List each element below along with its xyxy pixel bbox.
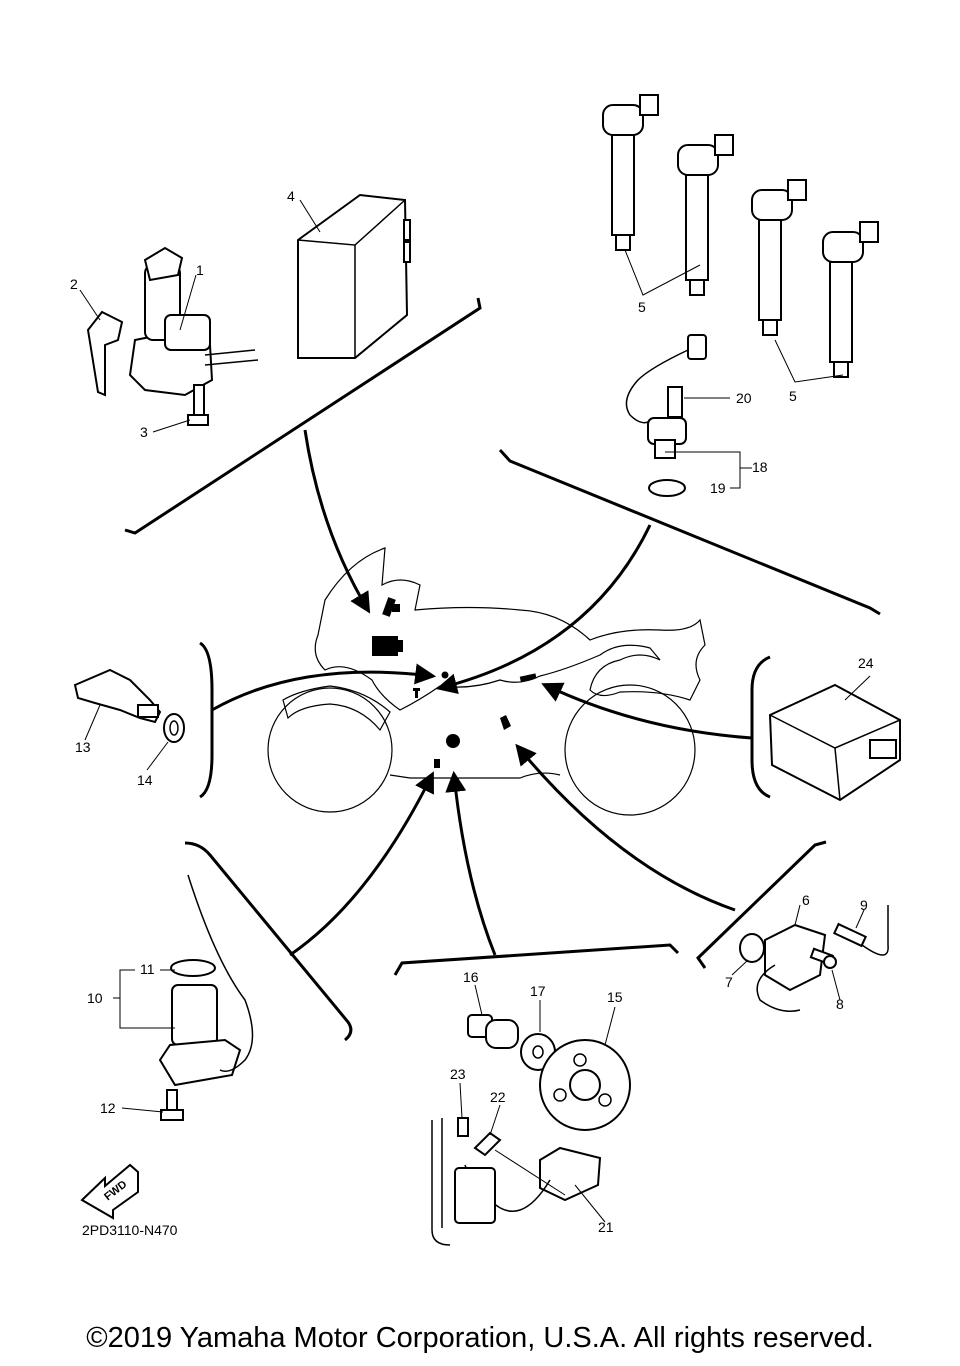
forward-direction-icon: FWD — [80, 1163, 139, 1220]
callout-10[interactable]: 10 — [87, 990, 103, 1006]
callout-2[interactable]: 2 — [70, 276, 78, 292]
callout-5b[interactable]: 5 — [789, 388, 797, 404]
callout-9[interactable]: 9 — [860, 897, 868, 913]
key-part[interactable] — [86, 310, 124, 397]
callout-18[interactable]: 18 — [752, 459, 768, 475]
gasket-14-part[interactable] — [163, 713, 185, 743]
cover-6-part[interactable] — [739, 923, 827, 1012]
bolt-12-part[interactable] — [160, 1089, 184, 1121]
ignition-coil-3-part[interactable] — [751, 179, 807, 336]
callout-7[interactable]: 7 — [725, 974, 733, 990]
regulator-part[interactable] — [768, 683, 901, 802]
callout-15[interactable]: 15 — [607, 989, 623, 1005]
bolt-8-part[interactable] — [809, 947, 837, 969]
callout-3[interactable]: 3 — [140, 424, 148, 440]
callout-leaders — [79, 199, 871, 1223]
diagram-code: 2PD3110-N470 — [82, 1222, 178, 1238]
ignition-coil-1-part[interactable] — [602, 94, 659, 251]
callout-16[interactable]: 16 — [463, 969, 479, 985]
callout-1[interactable]: 1 — [196, 262, 204, 278]
callout-22[interactable]: 22 — [490, 1089, 506, 1105]
ecu-part[interactable] — [297, 193, 411, 359]
callout-21[interactable]: 21 — [598, 1219, 614, 1235]
crank-sensor-part[interactable] — [625, 334, 707, 497]
callout-11[interactable]: 11 — [140, 961, 155, 977]
location-arrows — [211, 429, 753, 957]
sensor-9-part[interactable] — [832, 905, 889, 956]
callout-20[interactable]: 20 — [736, 390, 752, 406]
temp-sensor-part[interactable] — [73, 668, 162, 724]
motorcycle-silhouette — [267, 547, 706, 816]
ignition-coil-4-part[interactable] — [822, 221, 879, 378]
copyright-notice: ©2019 Yamaha Motor Corporation, U.S.A. A… — [86, 1322, 874, 1354]
ignition-switch-part[interactable] — [128, 246, 259, 397]
bolt-3-part[interactable] — [187, 384, 209, 426]
callout-14[interactable]: 14 — [137, 772, 153, 788]
callout-17[interactable]: 17 — [530, 983, 546, 999]
callout-23[interactable]: 23 — [450, 1066, 466, 1082]
solenoid-part[interactable] — [158, 874, 254, 1087]
callout-8[interactable]: 8 — [836, 996, 844, 1012]
ignition-coil-2-part[interactable] — [677, 134, 734, 296]
callout-24[interactable]: 24 — [858, 655, 874, 671]
callout-19[interactable]: 19 — [710, 480, 726, 496]
sprocket-15-part[interactable] — [539, 1039, 631, 1131]
callout-13[interactable]: 13 — [75, 739, 91, 755]
callout-5a[interactable]: 5 — [638, 299, 646, 315]
neutral-switch-part[interactable] — [431, 1117, 602, 1246]
callout-6[interactable]: 6 — [802, 892, 810, 908]
callout-4[interactable]: 4 — [287, 188, 295, 204]
bolt-16-part[interactable] — [467, 1014, 519, 1049]
callout-labels: 1 2 3 4 5 5 6 7 8 9 10 11 12 13 14 15 16… — [70, 188, 874, 1238]
callout-12[interactable]: 12 — [100, 1100, 116, 1116]
group-brackets — [124, 297, 881, 1042]
